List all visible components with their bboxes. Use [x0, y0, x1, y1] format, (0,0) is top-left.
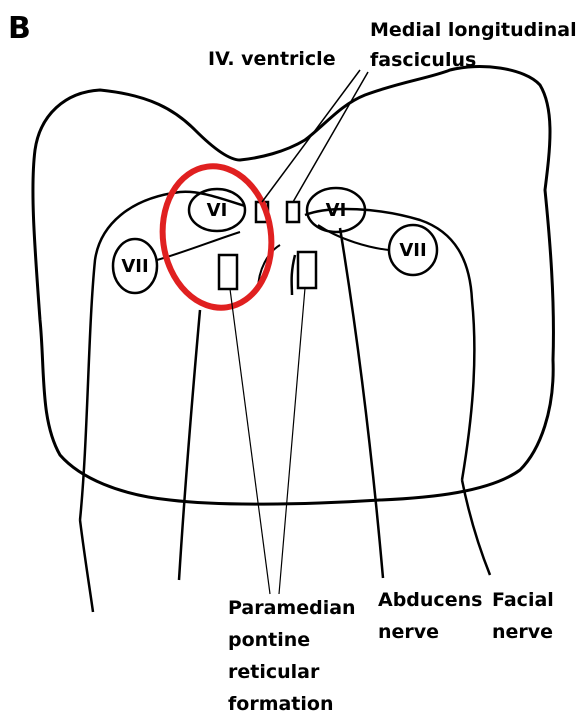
mlf-leader-line-2 [293, 72, 368, 202]
fourth-ventricle-label: IV. ventricle [208, 48, 336, 70]
left-vi-label: VI [207, 200, 228, 221]
pons-outline [33, 66, 554, 504]
highlight-circle [154, 159, 281, 315]
mlf-label-line1: Medial longitudinal [370, 19, 577, 41]
facial-label-line1: Facial [492, 589, 554, 611]
facial-nerve-line [462, 480, 490, 575]
right-vi-label: VI [326, 200, 347, 221]
pprf-label-line3: reticular [228, 661, 320, 683]
pprf-label-line4: formation [228, 693, 333, 715]
mlf-label-line2: fasciculus [370, 49, 476, 71]
pprf-leader-line-right [279, 288, 305, 594]
pprf-label-line1: Paramedian [228, 597, 356, 619]
facial-label-line2: nerve [492, 621, 553, 643]
left-nerve-line-outer [80, 520, 93, 612]
mlf-right-rect [287, 202, 299, 222]
midline [292, 255, 295, 295]
pprf-left-rect [219, 255, 237, 289]
right-vii-label: VII [399, 240, 426, 261]
pprf-right-rect [298, 252, 316, 288]
left-nerve-line-inner [179, 310, 200, 580]
abducens-nerve-line [340, 228, 383, 578]
pprf-label-line2: pontine [228, 629, 310, 651]
left-vii-label: VII [121, 256, 148, 277]
abducens-label-line2: nerve [378, 621, 439, 643]
panel-letter: B [8, 11, 31, 46]
pprf-leader-line-left [230, 289, 270, 594]
mlf-leader-line-1 [262, 70, 360, 202]
abducens-label-line1: Abducens [378, 589, 482, 611]
